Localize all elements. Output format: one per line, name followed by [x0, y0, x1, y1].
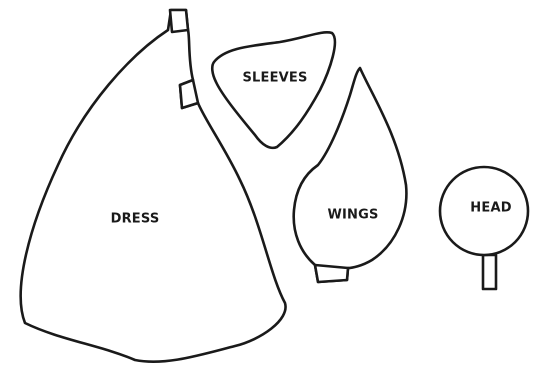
- dress-top-tab: [170, 10, 188, 32]
- head-label: HEAD: [470, 201, 511, 216]
- head-piece: HEAD: [440, 167, 528, 289]
- sleeves-label: SLEEVES: [242, 71, 307, 86]
- dress-side-tab: [180, 80, 198, 108]
- wings-label: WINGS: [327, 208, 378, 223]
- wings-bottom-tab: [315, 265, 348, 282]
- dress-label: DRESS: [111, 212, 160, 227]
- sleeves-outline: [212, 32, 335, 148]
- head-neck-tab: [483, 255, 496, 289]
- sleeves-piece: SLEEVES: [212, 32, 335, 148]
